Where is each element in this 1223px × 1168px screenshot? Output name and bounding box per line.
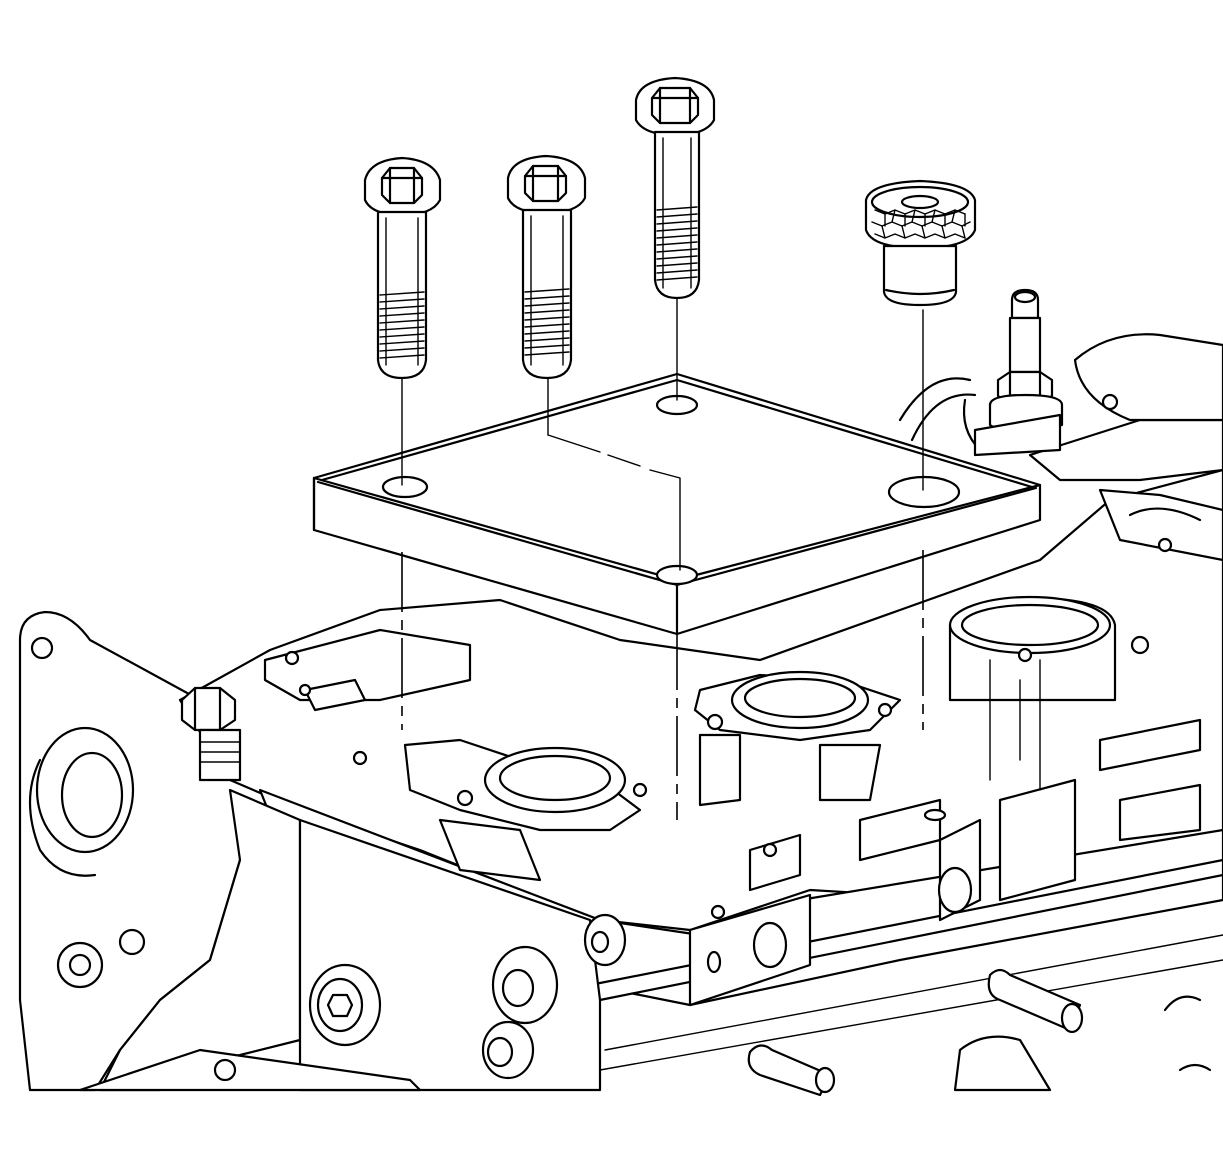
plate-hole-left <box>381 475 429 499</box>
fuel-fitting <box>973 288 1064 457</box>
cover-plate <box>312 372 1042 636</box>
bolt-long <box>634 76 716 300</box>
plug <box>864 179 977 307</box>
plate-hole-bottom <box>655 564 699 586</box>
plate-hole-right <box>887 475 961 509</box>
cylinder-head <box>18 333 1223 1097</box>
knurl-pattern <box>871 209 971 239</box>
head-bolt <box>180 686 242 782</box>
valve-wells <box>403 595 1117 920</box>
injector-pipes <box>747 968 1212 1097</box>
lower-bolt-bosses <box>78 913 627 1092</box>
assembly-centerlines <box>401 294 924 820</box>
bolt-middle <box>506 154 587 380</box>
bolt-left <box>363 156 442 380</box>
